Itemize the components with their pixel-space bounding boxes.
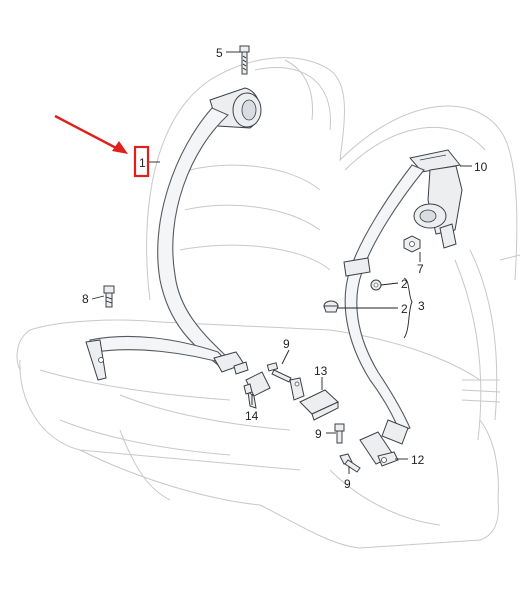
leader-lines	[91, 51, 472, 474]
bolt-8-icon	[103, 285, 115, 308]
bolt-9-lower-icon	[339, 453, 361, 473]
callout-14: 14	[245, 409, 259, 423]
bolt-9-middle-icon	[334, 423, 345, 444]
callout-2-upper: 2	[401, 277, 408, 291]
left-floor-anchor	[85, 339, 107, 381]
left-seat-belt-assembly	[85, 87, 262, 381]
left-belt-webbing	[157, 107, 229, 366]
cap-2-lower-icon	[323, 300, 339, 313]
callout-5: 5	[216, 46, 223, 60]
buckle-12-icon	[359, 431, 399, 467]
highlight-box	[133, 145, 150, 178]
callout-2-lower: 2	[401, 302, 408, 316]
buckle-14-icon	[243, 371, 271, 409]
right-lower-anchor	[381, 419, 409, 445]
callout-3: 3	[418, 299, 425, 313]
callout-7: 7	[417, 262, 424, 276]
callout-8: 8	[82, 292, 89, 306]
callout-9-lower: 9	[344, 477, 351, 491]
callout-13: 13	[314, 364, 328, 378]
nut-7-icon	[403, 235, 421, 253]
bolt-9-upper-icon	[266, 362, 292, 383]
clip-2-upper-icon	[370, 279, 382, 291]
right-seat-belt-assembly	[343, 149, 463, 445]
callout-10: 10	[474, 160, 488, 174]
callout-9-upper: 9	[283, 337, 290, 351]
callout-labels: 1 5 8 9 14 13 9 9 12 10 7 2 2 3	[82, 46, 488, 491]
highlight-marker	[54, 114, 150, 178]
bolt-5-icon	[239, 45, 250, 75]
rear-seat-outline	[16, 57, 520, 549]
buckle-13-icon	[289, 377, 339, 421]
callout-1: 1	[139, 156, 146, 170]
callout-12: 12	[411, 453, 425, 467]
callout-9-middle: 9	[315, 427, 322, 441]
right-belt-webbing	[344, 164, 425, 433]
